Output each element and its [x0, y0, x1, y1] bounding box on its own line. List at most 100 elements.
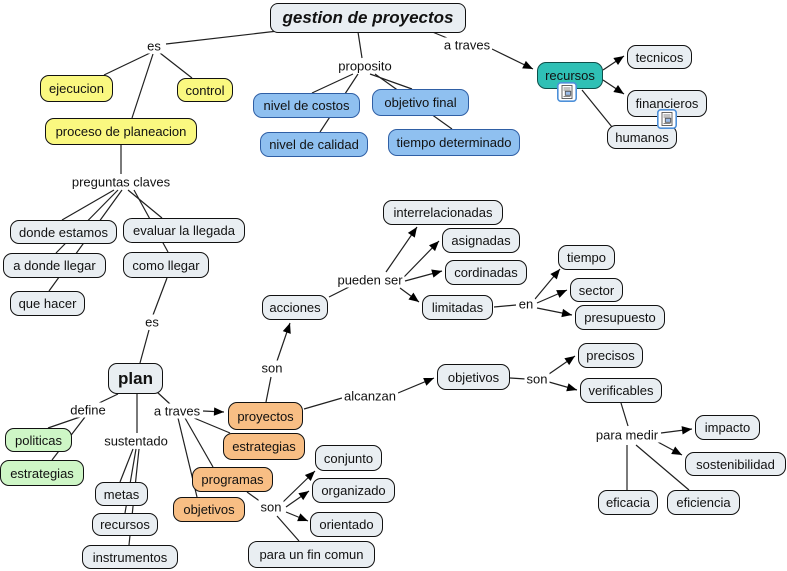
node-humanos[interactable]: humanos [607, 125, 677, 149]
node-objetivos-gris[interactable]: objetivos [437, 364, 510, 390]
edge-alcanzan-objetivos-arrowhead [423, 377, 434, 386]
node-a-donde-llegar[interactable]: a donde llegar [3, 253, 106, 278]
node-presupuesto[interactable]: presupuesto [575, 305, 665, 330]
edge-son-fin-comun [276, 515, 300, 542]
node-verificables[interactable]: verificables [580, 378, 662, 403]
node-donde-estamos[interactable]: donde estamos [10, 220, 117, 244]
node-interrelacionadas[interactable]: interrelacionadas [383, 200, 503, 225]
node-que-hacer[interactable]: que hacer [10, 291, 85, 316]
node-proceso-de-planeacion[interactable]: proceso de planeacion [45, 118, 197, 145]
edge-puedenser-interrel-arrowhead [407, 227, 417, 238]
edge-proposito-costos [311, 73, 354, 94]
node-proyectos[interactable]: proyectos [228, 402, 303, 430]
edge-puedenser-asignadas-arrowhead [429, 241, 439, 252]
node-recursos-plan[interactable]: recursos [92, 513, 158, 536]
link-label-alcanzan[interactable]: alcanzan [341, 388, 399, 404]
node-precisos[interactable]: precisos [578, 343, 643, 368]
edge-en-tiempo-arrowhead [550, 269, 560, 280]
link-label-a-traves-plan[interactable]: a traves [151, 403, 203, 419]
link-label-sustentado[interactable]: sustentado [102, 433, 170, 449]
node-tecnicos[interactable]: tecnicos [627, 45, 692, 69]
node-ejecucion[interactable]: ejecucion [40, 75, 113, 102]
node-acciones[interactable]: acciones [262, 295, 328, 320]
link-label-pueden-ser[interactable]: pueden ser [335, 272, 405, 288]
link-label-son-acciones[interactable]: son [259, 360, 285, 376]
resource-icon-recursos-resource[interactable] [557, 82, 577, 102]
edge-son-orientado-arrowhead [297, 513, 308, 522]
edge-es-control [159, 52, 193, 79]
edge-recursos-humanos [581, 89, 613, 128]
node-programas[interactable]: programas [192, 467, 273, 492]
node-limitadas[interactable]: limitadas [422, 295, 493, 320]
node-impacto[interactable]: impacto [695, 415, 760, 440]
edge-acciones-puedenser [328, 285, 352, 298]
link-label-son-programas[interactable]: son [258, 499, 284, 515]
node-nivel-de-costos[interactable]: nivel de costos [253, 93, 360, 118]
edge-preguntas-evaluar [127, 189, 163, 219]
node-como-llegar[interactable]: como llegar [123, 252, 209, 278]
edge-paramedir-eficiencia [635, 444, 690, 491]
edge-en-sector-arrowhead [556, 290, 567, 298]
node-objetivo-final[interactable]: objetivo final [372, 89, 469, 116]
edge-titulo-es [165, 30, 279, 45]
edge-es-ejecucion [103, 52, 151, 76]
edge-es-plan [139, 329, 150, 364]
edge-sustentado-metas [119, 448, 134, 483]
node-para-un-fin-comun[interactable]: para un fin comun [248, 541, 375, 568]
edge-limitadas-en [493, 304, 517, 308]
node-evaluar-la-llegada[interactable]: evaluar la llegada [123, 218, 245, 243]
node-cordinadas[interactable]: cordinadas [445, 260, 527, 285]
link-label-define[interactable]: define [68, 402, 108, 418]
edge-plan-define [96, 393, 119, 405]
node-tiempo-determinado[interactable]: tiempo determinado [388, 129, 520, 156]
node-conjunto[interactable]: conjunto [315, 445, 382, 471]
edge-puedenser-limitadas-arrowhead [408, 292, 419, 302]
node-organizado[interactable]: organizado [312, 478, 395, 503]
node-eficacia[interactable]: eficacia [598, 490, 658, 515]
edge-es-proceso [131, 53, 154, 119]
edge-son-acciones-arrowhead [282, 323, 291, 334]
resource-icon-financieros-resource[interactable] [657, 109, 677, 129]
node-sector[interactable]: sector [570, 278, 623, 302]
edge-son-conjunto-arrowhead [304, 471, 315, 481]
link-label-preguntas-claves[interactable]: preguntas claves [69, 174, 173, 190]
node-instrumentos[interactable]: instrumentos [82, 545, 178, 569]
link-label-proposito[interactable]: proposito [336, 58, 394, 74]
node-orientado[interactable]: orientado [310, 512, 383, 537]
edge-a-traves-estrategias [193, 417, 231, 434]
link-label-es-top[interactable]: es [145, 38, 163, 54]
edge-son-precisos-arrowhead [564, 356, 575, 366]
node-control[interactable]: control [177, 78, 233, 102]
edge-en-presupuesto-arrowhead [561, 308, 572, 318]
node-asignadas[interactable]: asignadas [442, 228, 520, 253]
edge-a-traves-programas [184, 417, 214, 468]
edge-proyectos-son [265, 376, 272, 403]
node-gestion-de-proyectos[interactable]: gestion de proyectos [270, 3, 466, 33]
edge-puedenser-cordinadas-arrowhead [431, 269, 442, 278]
node-estrategias-verde[interactable]: estrategias [0, 460, 84, 486]
node-plan[interactable]: plan [108, 363, 163, 394]
node-objetivos-naranja[interactable]: objetivos [173, 497, 245, 522]
edge-plan-a-traves [156, 391, 171, 405]
node-metas[interactable]: metas [95, 482, 148, 506]
edge-comollegar-es [152, 277, 168, 316]
edge-a-traves-recursos-arrowhead [522, 60, 533, 69]
link-label-a-traves-top[interactable]: a traves [441, 37, 493, 53]
edge-a-traves-proyectos-arrowhead [213, 407, 224, 416]
link-label-son-objetivos[interactable]: son [524, 371, 550, 387]
edge-paramedir-sostenib-arrowhead [671, 446, 682, 455]
link-label-para-medir[interactable]: para medir [593, 427, 661, 443]
edge-titulo-proposito [357, 31, 363, 59]
link-label-en[interactable]: en [516, 296, 536, 312]
node-estrategias-naranja[interactable]: estrategias [223, 433, 305, 460]
node-nivel-de-calidad[interactable]: nivel de calidad [260, 132, 368, 157]
node-sostenibilidad[interactable]: sostenibilidad [685, 452, 786, 476]
link-label-es-mid[interactable]: es [143, 314, 161, 330]
edge-proposito-objetivo [369, 73, 413, 90]
node-politicas[interactable]: politicas [5, 428, 72, 452]
edge-verificables-paramedir [620, 402, 629, 427]
node-eficiencia[interactable]: eficiencia [667, 490, 740, 515]
node-tiempo[interactable]: tiempo [558, 245, 615, 270]
edge-recursos-financieros-arrowhead [613, 84, 624, 94]
